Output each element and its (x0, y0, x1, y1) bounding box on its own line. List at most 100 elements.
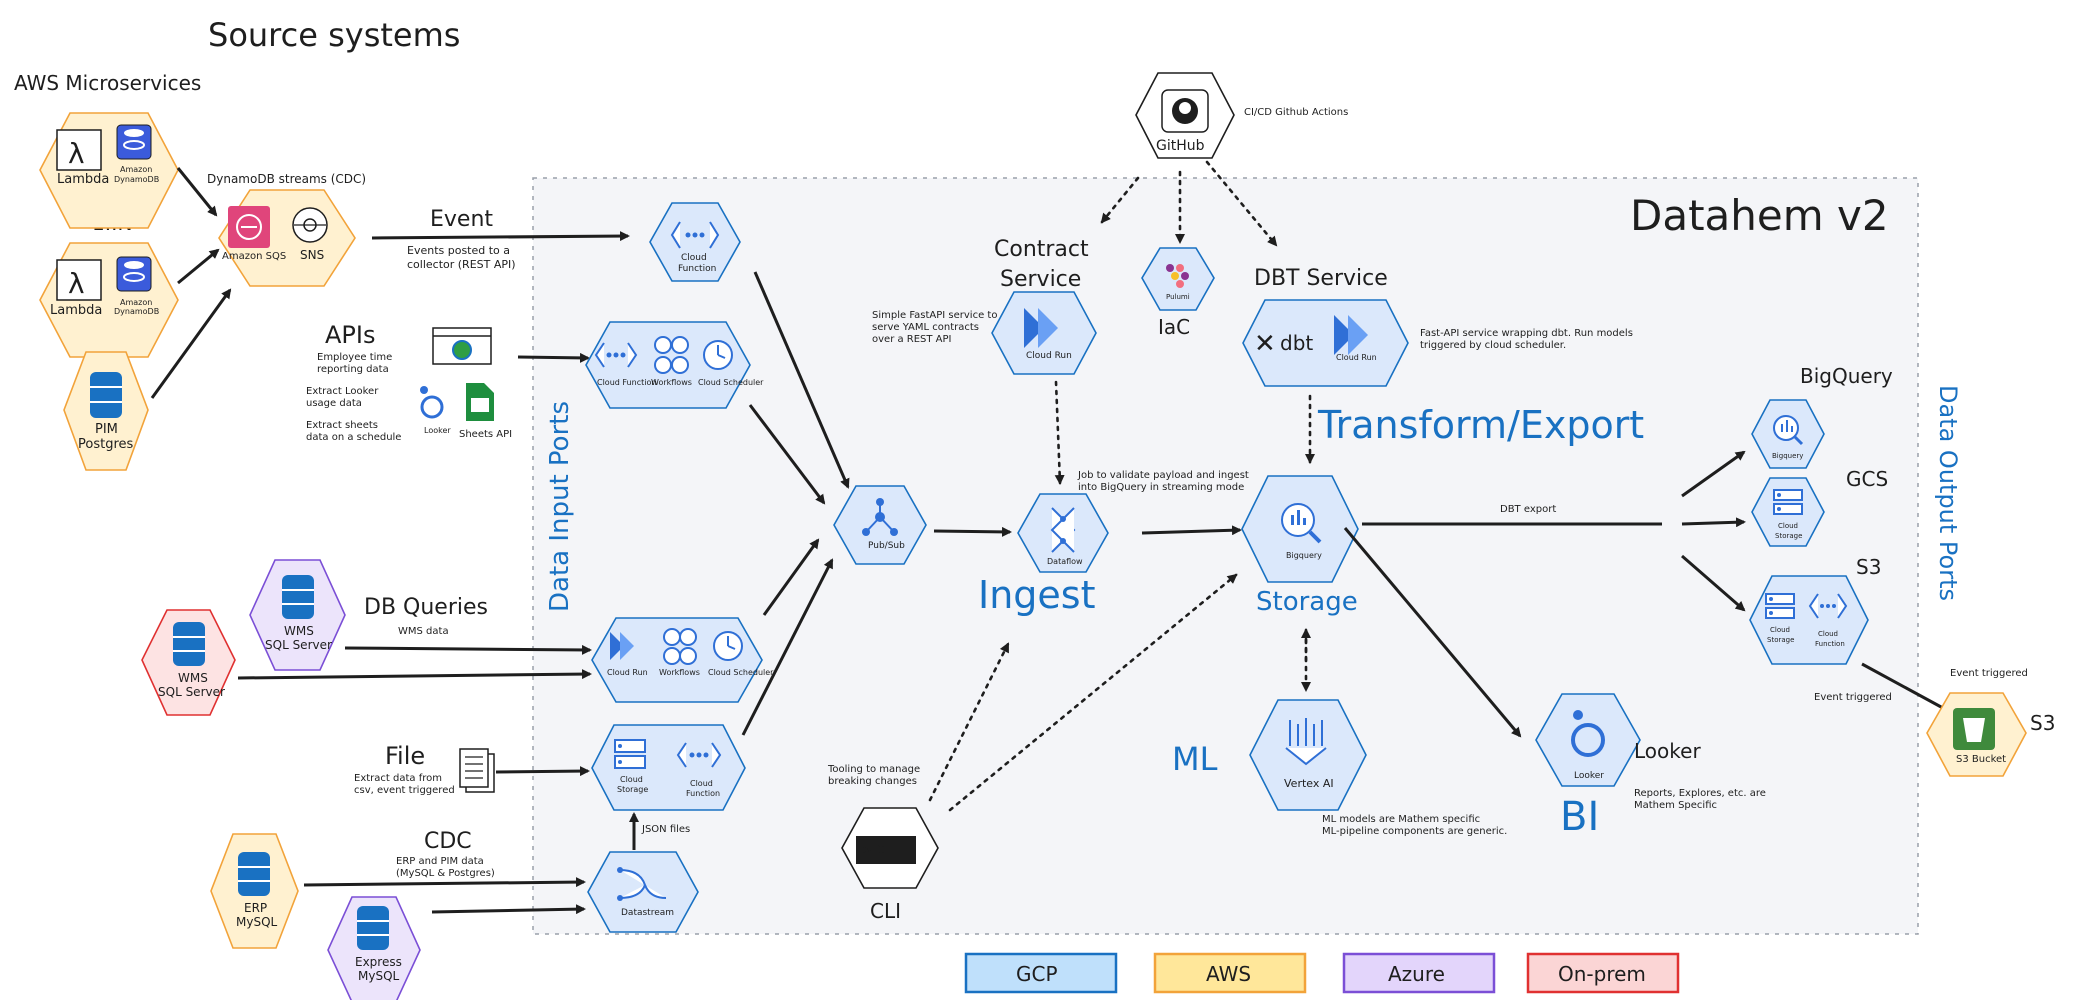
dbt-desc-2: triggered by cloud scheduler. (1420, 340, 1566, 351)
transform-export-label: Transform/Export (1317, 403, 1644, 447)
platform-boundary (532, 177, 1919, 935)
dbt-label: dbt (1280, 331, 1313, 355)
event-triggered-1: Event triggered (1950, 668, 2028, 679)
bigquery-output-node: Bigquery (1751, 399, 1825, 469)
pubsub-node: Pub/Sub (833, 485, 927, 565)
apis-workflows-label: Workflows (651, 378, 692, 387)
dbt-service-title: DBT Service (1254, 266, 1388, 291)
file-function-label: Cloud (690, 779, 713, 788)
apis-note-5: Extract sheets (306, 420, 378, 431)
s3-bucket-title: S3 (2030, 711, 2055, 735)
looker-icon (1571, 710, 1605, 757)
dbt-icon: ✕ dbt (1254, 329, 1313, 359)
file-storage-label-2: Storage (617, 785, 648, 794)
erp-mysql-node: ERP MySQL (210, 833, 299, 949)
svg-text:On-prem: On-prem (1558, 962, 1646, 986)
cloud-function-icon (594, 342, 638, 368)
wms-onprem-label-2: SQL Server (158, 685, 225, 699)
arrow-export-bigquery (1681, 450, 1746, 498)
bi-desc-1: Reports, Explores, etc. are (1634, 788, 1766, 799)
arrow-sns-event (371, 231, 630, 242)
legend: GCP AWS Azure On-prem (964, 952, 1680, 994)
sqs-icon (228, 206, 270, 248)
source-systems-title: Source systems (208, 16, 460, 54)
gcs-output-label: Cloud (1778, 522, 1798, 530)
db-queries-desc: WMS data (398, 626, 449, 637)
svg-text:λ: λ (68, 267, 85, 300)
dbt-export-label: DBT export (1500, 504, 1556, 515)
wms-azure-node: WMS SQL Server (249, 559, 346, 671)
vertex-ai-node: Vertex AI (1249, 699, 1367, 811)
dynamodb-label: Amazon (120, 298, 152, 307)
pubsub-label: Pub/Sub (868, 541, 905, 551)
workflows-icon (663, 628, 697, 665)
dynamodb-label: Amazon (120, 165, 152, 174)
lambda-icon: λ (56, 129, 102, 171)
s3-function-label: Cloud (1818, 630, 1838, 638)
arrow-event-pubsub (753, 271, 850, 489)
arrow-github-dbt (1205, 160, 1278, 247)
ml-desc-2: ML-pipeline components are generic. (1322, 826, 1507, 837)
dynamodb-label-2: DynamoDB (114, 175, 159, 184)
file-desc-2: csv, event triggered (354, 785, 455, 796)
file-function-label-2: Function (686, 789, 720, 798)
s3-bucket-node: S3 Bucket (1926, 692, 2027, 777)
database-icon (90, 372, 122, 418)
apis-note-4: usage data (306, 398, 362, 409)
bi-label: BI (1560, 794, 1599, 840)
svg-text:✕: ✕ (1254, 329, 1276, 359)
contract-desc-1: Simple FastAPI service to (872, 310, 997, 321)
wms-azure-label-2: SQL Server (265, 638, 332, 652)
express-label: Express (355, 955, 402, 969)
wms-onprem-label: WMS (178, 671, 208, 685)
arrow-storage-looker (1343, 527, 1522, 738)
database-icon (173, 622, 205, 666)
browser-globe-icon (432, 327, 492, 365)
cloud-scheduler-icon (713, 631, 743, 661)
workflows-icon (654, 336, 689, 374)
bi-desc-2: Mathem Specific (1634, 800, 1717, 811)
storage-label: Storage (1256, 587, 1358, 617)
apis-scheduler-label: Cloud Scheduler (698, 378, 764, 387)
cloud-scheduler-icon (703, 340, 733, 370)
wms-azure-label: WMS (284, 624, 314, 638)
s3-bucket-label: S3 Bucket (1956, 754, 2006, 765)
input-ports-label: Data Input Ports (545, 401, 575, 612)
event-desc-2: collector (REST API) (407, 258, 516, 271)
event-title: Event (430, 207, 493, 232)
contract-service-title-2: Service (1000, 267, 1081, 292)
vertex-ai-icon (1285, 718, 1327, 766)
arrow-apis-pubsub (748, 404, 826, 505)
s3-storage-label: Cloud (1770, 626, 1790, 634)
arrow-apis-services (517, 352, 590, 363)
ml-label: ML (1172, 740, 1218, 778)
cloud-storage-icon (614, 739, 646, 769)
document-icon (459, 748, 495, 793)
db-scheduler-label: Cloud Scheduler (708, 668, 774, 677)
dynamodb-icon (116, 124, 152, 160)
s3-storage-label-2: Storage (1767, 636, 1794, 644)
legend-azure: Azure (1342, 952, 1496, 994)
arrow-cli-ingest (928, 642, 1010, 802)
arrow-wms-azure (344, 644, 592, 655)
sqs-label: Amazon SQS (222, 251, 286, 262)
pubsub-icon (862, 498, 898, 536)
dynamodb-streams-label: DynamoDB streams (CDC) (207, 172, 366, 186)
contract-cloud-run-node: Cloud Run (991, 291, 1097, 375)
datastream-node: Datastream (587, 851, 699, 933)
lambda-label: Lambda (50, 303, 102, 318)
cdc-title: CDC (424, 829, 472, 854)
aws-microservice-1: λ Lambda Amazon DynamoDB (39, 112, 179, 229)
sns-icon (292, 207, 328, 243)
wms-onprem-node: WMS SQL Server (141, 609, 236, 716)
dataflow-icon (1050, 507, 1076, 553)
apis-note-2: reporting data (317, 364, 389, 375)
looker-icon: Looker (420, 386, 451, 435)
pulumi-icon (1166, 264, 1189, 288)
arrow-wms-onprem (237, 669, 592, 680)
cli-prompt: > CLI (862, 843, 894, 857)
dbt-cloud-run-label: Cloud Run (1336, 353, 1377, 362)
bigquery-output-label: Bigquery (1772, 452, 1803, 460)
cloud-run-icon (1334, 315, 1368, 355)
